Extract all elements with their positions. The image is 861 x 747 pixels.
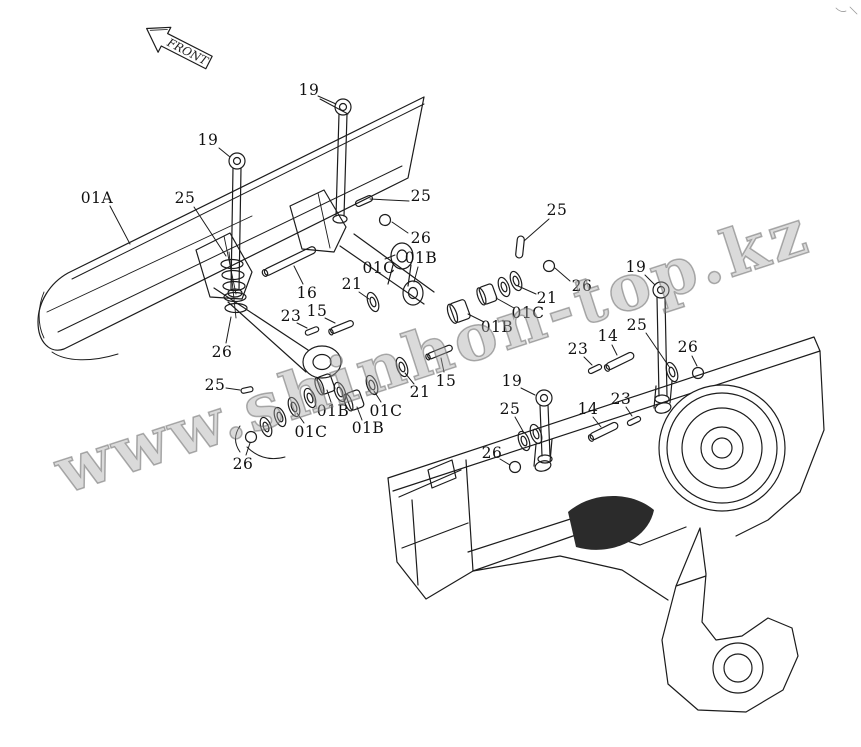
leader-lines [109, 95, 698, 466]
leader-line [625, 406, 633, 417]
leader-line [583, 356, 593, 366]
pin-23-a [304, 326, 320, 336]
washers [259, 270, 679, 452]
leader-line [225, 316, 232, 344]
corner-mark [835, 6, 858, 15]
pin-25-left [240, 386, 254, 394]
leader-line [358, 291, 370, 300]
lift-link-top [332, 98, 352, 224]
ball-bearings [244, 213, 705, 474]
lift-link-left [227, 152, 246, 298]
leader-line [296, 412, 305, 424]
leader-line [369, 198, 410, 202]
leader-line [391, 221, 409, 234]
leader-line [495, 297, 515, 309]
leader-line [356, 406, 363, 421]
leader-line [218, 147, 231, 158]
pin-14-upper [603, 351, 635, 372]
leader-line [384, 254, 396, 260]
leader-line [691, 355, 698, 367]
push-arm [213, 287, 342, 379]
leader-line [467, 313, 485, 323]
pin-23-b [587, 363, 603, 375]
leader-line [324, 317, 336, 324]
leader-line [413, 266, 419, 283]
idler-roller [658, 384, 786, 512]
leader-line [296, 322, 308, 329]
pin-14-lower [587, 421, 619, 442]
front-arrow [146, 26, 213, 70]
track-frame [235, 336, 825, 713]
pin-25-upper [515, 235, 525, 259]
bolt-15-upper [328, 320, 354, 336]
trunnion-brackets [387, 242, 424, 306]
leader-line [645, 332, 671, 369]
leader-line [245, 442, 251, 456]
frame-clevis-2 [653, 380, 673, 414]
leader-line [520, 387, 536, 396]
leader-line [293, 265, 304, 285]
bushing-a [476, 283, 498, 306]
bolt-15-lower [425, 344, 453, 361]
leader-line [440, 357, 445, 373]
leader-line [317, 95, 337, 105]
leader-line [523, 218, 550, 242]
leader-line [514, 416, 525, 434]
bushing-c [314, 373, 336, 396]
leader-line [554, 267, 571, 282]
frame-shadow-wedge [568, 495, 654, 550]
leader-line [517, 285, 537, 295]
pin-16 [261, 246, 317, 277]
leader-line [326, 389, 332, 403]
leader-line [109, 205, 131, 245]
leader-line [373, 390, 382, 403]
tilt-arm [339, 233, 435, 305]
leader-line [499, 458, 511, 466]
dozer-blade [37, 96, 425, 361]
leader-line [592, 416, 602, 428]
lift-link-right [652, 281, 670, 404]
leader-line [225, 387, 241, 391]
lift-link-mid [535, 389, 553, 464]
spring [220, 251, 248, 319]
leader-line [404, 372, 415, 385]
leader-line [193, 206, 227, 257]
pin-23-c [626, 415, 642, 427]
frame-clevis-1 [533, 438, 553, 472]
leader-line [644, 274, 656, 286]
bushing-b [446, 299, 471, 324]
blade-bracket-right [289, 189, 374, 253]
leader-line [611, 344, 618, 356]
leader-line [319, 98, 349, 115]
